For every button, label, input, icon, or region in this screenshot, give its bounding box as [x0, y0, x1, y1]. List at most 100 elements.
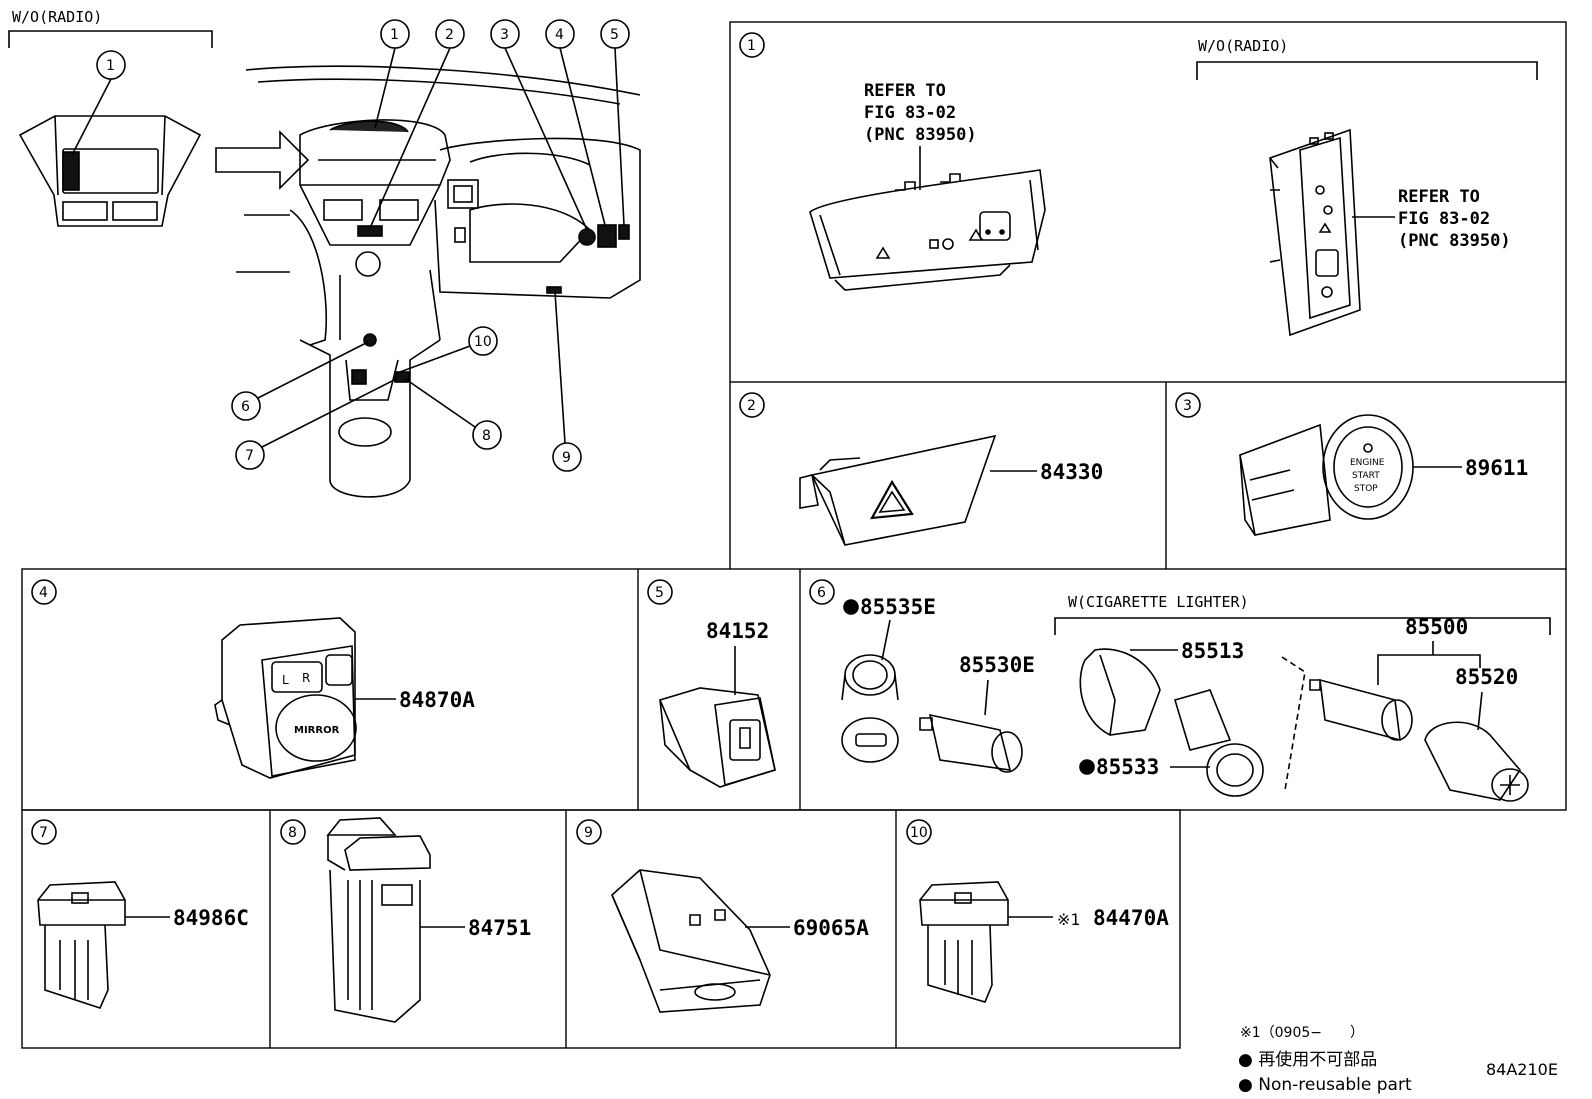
wo-radio-bracket: [8, 30, 213, 48]
wo-radio-label: W/O(RADIO): [12, 8, 102, 26]
dashed-divider: [1281, 656, 1306, 791]
callout-9: 9: [552, 291, 582, 472]
callout-6: 6: [231, 341, 369, 421]
part-85513-label: 85513: [1181, 639, 1244, 663]
panel-5-number: 5: [655, 585, 664, 601]
switch-84152-illustration: [658, 687, 776, 788]
non-reusable-marker-2: [1079, 759, 1095, 775]
panel-1-refer-line2: FIG 83-02: [864, 103, 956, 123]
panel-8-number: 8: [288, 825, 297, 841]
cigarette-lighter-group-label: W(CIGARETTE LIGHTER): [1068, 593, 1249, 611]
part-84330-label: 84330: [1040, 460, 1103, 484]
part-89611-label: 89611: [1465, 456, 1528, 480]
panel-7-number: 7: [39, 825, 48, 841]
footnote-date-range: ※1（0905− ）: [1240, 1025, 1364, 1041]
panel-1-refer-line1: REFER TO: [864, 81, 946, 101]
callout-3: 3: [490, 19, 588, 231]
overview-section: W/O(RADIO) 1: [8, 8, 641, 498]
footnote-non-reusable-en: ● Non-reusable part: [1238, 1075, 1412, 1095]
footnote-non-reusable-jp: ● 再使用不可部品: [1238, 1049, 1377, 1070]
part-84152-label: 84152: [706, 619, 769, 643]
panel-1-refer-right-line1: REFER TO: [1398, 187, 1480, 207]
mirror-l-text: L: [282, 673, 289, 687]
lighter-holder-illustration: [1079, 648, 1264, 797]
dashboard-illustration: [236, 65, 641, 498]
arrow-icon: [215, 130, 310, 190]
stop-text: STOP: [1354, 484, 1378, 494]
hazard-switch-illustration: [799, 434, 997, 546]
switch-84986c-illustration: [37, 881, 126, 1009]
panel-1-refer-right-line2: FIG 83-02: [1398, 209, 1490, 229]
svg-text:8: 8: [482, 428, 491, 444]
center-panel-switch-illustration: [809, 169, 1046, 291]
callout-5: 5: [600, 19, 630, 226]
lighter-socket-illustration: [1309, 678, 1413, 742]
power-outlet-illustration: [919, 713, 1023, 773]
part-69065a-label: 69065A: [793, 916, 869, 940]
mirror-text: MIRROR: [294, 725, 340, 736]
svg-text:7: 7: [245, 448, 254, 464]
panel-1: 1 REFER TO FIG 83-02 (PNC 83950) W/O(RAD…: [739, 32, 1538, 337]
socket-cap-illustration: [841, 654, 899, 763]
panel-2-number: 2: [747, 398, 756, 414]
panel-9: 9 69065A: [576, 819, 869, 1013]
note-mark-1: ※1: [1057, 910, 1080, 929]
engine-text: ENGINE: [1350, 458, 1385, 468]
part-84986c-label: 84986C: [173, 906, 249, 930]
mirror-r-text: R: [302, 671, 310, 685]
engine-start-button-illustration: ENGINE START STOP: [1239, 414, 1414, 536]
part-84870a-label: 84870A: [399, 688, 475, 712]
panel-4: 4 L R MIRROR 84870A: [31, 579, 475, 779]
switch-69065a-illustration: [611, 869, 771, 1013]
panel-3: 3 ENGINE START STOP 89611: [1175, 392, 1528, 536]
panel-8: 8 84751: [280, 817, 531, 1023]
part-85530e-label: 85530E: [959, 653, 1035, 677]
svg-text:2: 2: [445, 27, 454, 43]
inset-callout-1-text: 1: [106, 58, 115, 74]
part-85520-label: 85520: [1455, 665, 1518, 689]
overview-callouts: 1 2 3 4 5: [231, 19, 630, 472]
mirror-switch-illustration: L R MIRROR: [214, 617, 357, 779]
panel-6: 6 85535E 85530E W(CIGARETTE LIGHTER): [809, 579, 1551, 802]
panel-1-number: 1: [747, 38, 756, 54]
switch-84470a-illustration: [919, 881, 1009, 1003]
panel-1-wo-radio-label: W/O(RADIO): [1198, 37, 1288, 55]
part-84751-label: 84751: [468, 916, 531, 940]
panel-4-number: 4: [39, 585, 48, 601]
illustration-code: 84A210E: [1486, 1060, 1558, 1079]
panel-10: 10 ※1 84470A: [906, 819, 1169, 1003]
callout-8: 8: [403, 377, 502, 450]
callout-4: 4: [545, 19, 606, 226]
callout-2: 2: [369, 19, 465, 229]
lighter-element-illustration: [1424, 721, 1529, 802]
panel-3-number: 3: [1183, 398, 1192, 414]
panel-1-refer-right-line3: (PNC 83950): [1398, 231, 1511, 251]
panel-6-number: 6: [817, 585, 826, 601]
part-85500-label: 85500: [1405, 615, 1468, 639]
panel-2: 2 84330: [739, 392, 1103, 546]
part-85533-label: 85533: [1096, 755, 1159, 779]
vertical-switch-panel-illustration: [1269, 128, 1361, 337]
cigarette-lighter-bracket: [1054, 617, 1551, 635]
panel-7: 7 84986C: [31, 819, 249, 1009]
panel-10-number: 10: [910, 825, 928, 841]
panel-1-bracket: [1196, 61, 1538, 80]
svg-text:4: 4: [555, 27, 564, 43]
svg-text:3: 3: [500, 27, 509, 43]
panel-9-number: 9: [584, 825, 593, 841]
part-85535e-label: 85535E: [860, 595, 936, 619]
svg-text:5: 5: [610, 27, 619, 43]
part-84470a-label: 84470A: [1093, 906, 1169, 930]
svg-text:6: 6: [241, 399, 250, 415]
footer-notes: ※1（0905− ） ● 再使用不可部品 ● Non-reusable part…: [1238, 1025, 1558, 1095]
svg-text:9: 9: [562, 450, 571, 466]
callout-1: 1: [374, 19, 410, 129]
switch-84751-illustration: [326, 817, 431, 1023]
panel-5: 5 84152: [647, 579, 776, 788]
panel-1-refer-line3: (PNC 83950): [864, 125, 977, 145]
svg-text:1: 1: [390, 27, 399, 43]
callout-7: 7: [235, 377, 399, 470]
console-inset: 1: [18, 50, 202, 227]
panel-grid: [21, 21, 1567, 1049]
